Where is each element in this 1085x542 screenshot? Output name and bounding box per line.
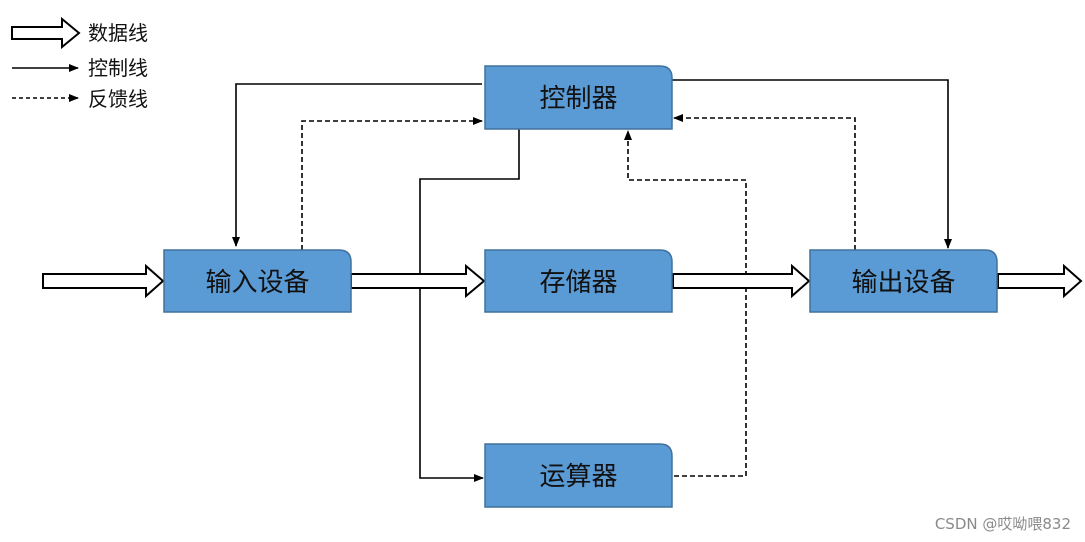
- legend: 数据线 控制线 反馈线: [11, 16, 148, 111]
- node-alu: 运算器: [484, 443, 673, 508]
- legend-control-line-label: 控制线: [88, 56, 148, 80]
- legend-data-line-label: 数据线: [88, 21, 148, 45]
- data-lines: [42, 263, 1083, 299]
- control-line-controller-to-input: [232, 83, 482, 247]
- feedback-line-input-to-controller: [301, 117, 483, 250]
- node-output-device-label: 输出设备: [851, 268, 955, 298]
- node-controller: 控制器: [484, 65, 673, 130]
- legend-feedback-line-label: 反馈线: [88, 87, 148, 111]
- node-input-device: 输入设备: [163, 249, 352, 313]
- watermark: CSDN @哎呦喂832: [934, 515, 1071, 533]
- control-lines: [232, 79, 952, 482]
- node-controller-label: 控制器: [539, 84, 617, 114]
- control-line-controller-to-alu: [419, 129, 520, 482]
- node-memory: 存储器: [484, 249, 673, 313]
- feedback-line-alu-to-controller: [624, 130, 747, 477]
- node-input-device-label: 输入设备: [205, 268, 309, 298]
- control-line-controller-to-output: [672, 79, 952, 249]
- node-alu-label: 运算器: [539, 462, 617, 492]
- feedback-lines: [301, 114, 856, 477]
- data-arrow-memory-to-output-icon: [672, 263, 811, 299]
- data-arrow-out-of-output-icon: [997, 263, 1083, 299]
- feedback-line-output-to-controller: [673, 114, 856, 250]
- data-arrow-input-to-memory-icon: [350, 263, 486, 299]
- data-arrow-into-input-icon: [42, 263, 165, 299]
- node-memory-label: 存储器: [539, 268, 617, 298]
- legend-data-line-arrow-icon: [11, 16, 81, 50]
- node-output-device: 输出设备: [809, 249, 998, 313]
